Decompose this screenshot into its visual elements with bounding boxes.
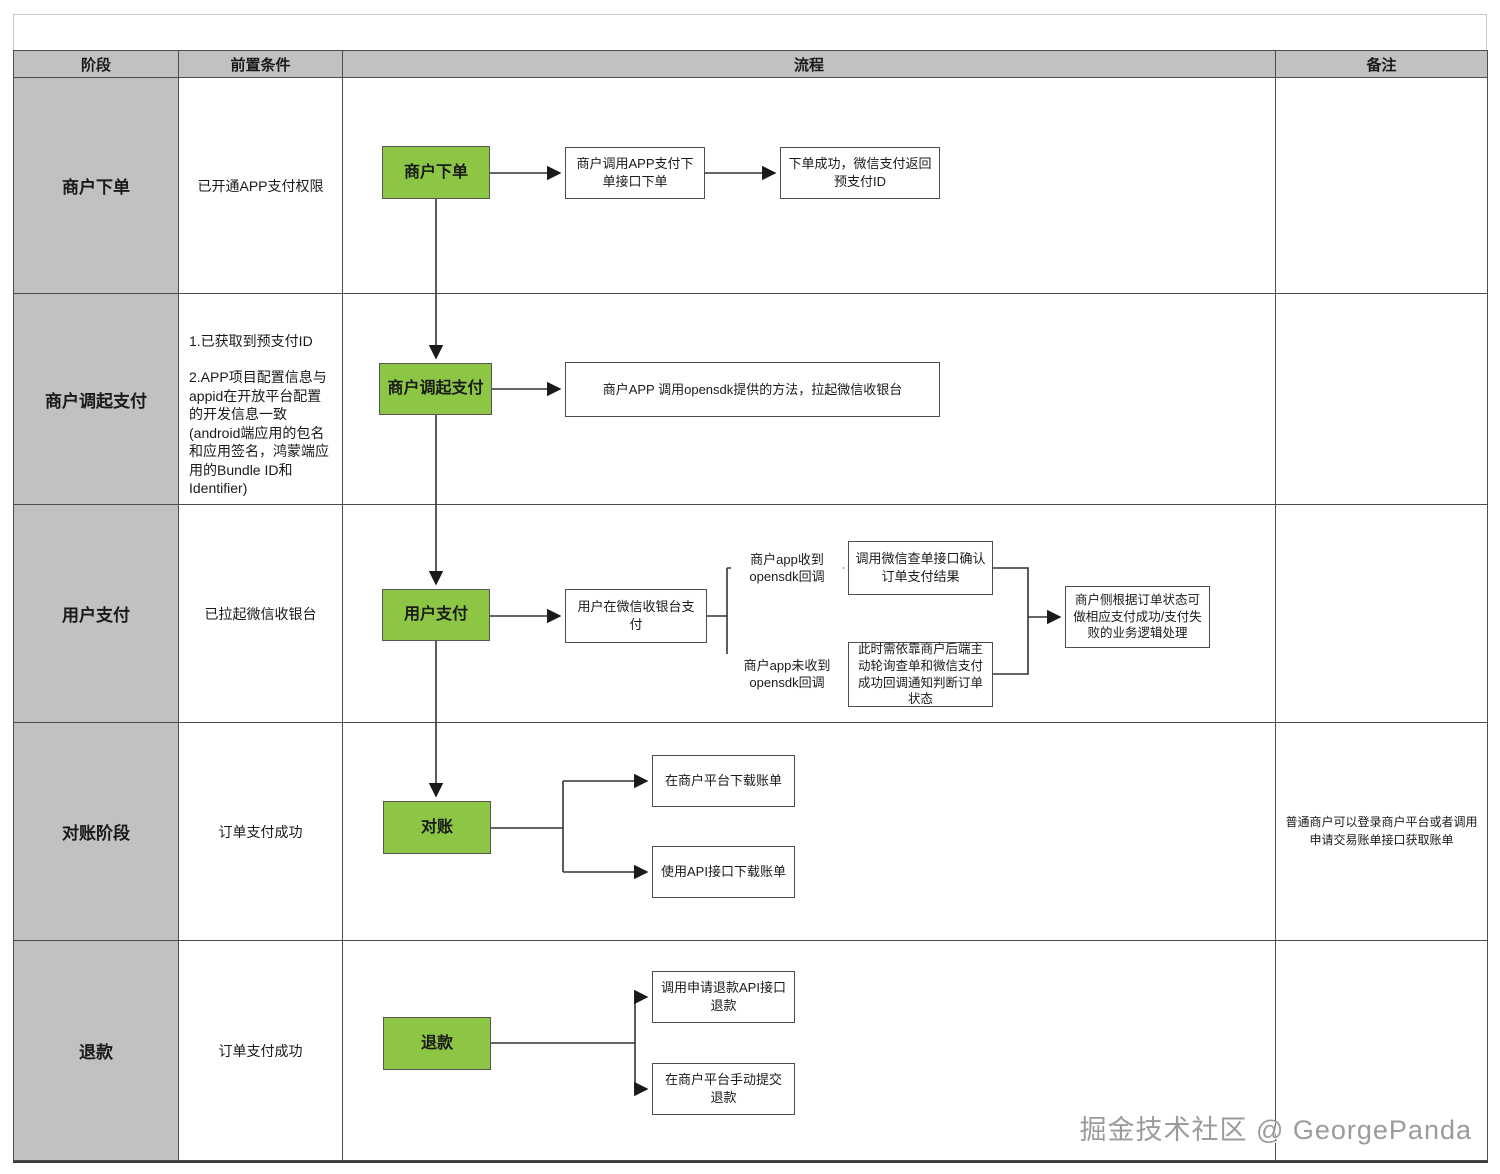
node-refund-manual: 在商户平台手动提交退款: [652, 1063, 795, 1115]
stage-cell-reconcile: 对账阶段: [14, 723, 179, 941]
node-download-bill-platform: 在商户平台下载账单: [652, 755, 795, 807]
node-call-order-api: 商户调用APP支付下单接口下单: [565, 147, 705, 199]
precondition-cell-row3: 已拉起微信收银台: [179, 505, 343, 723]
header-note: 备注: [1276, 51, 1488, 78]
header-process: 流程: [343, 51, 1276, 78]
node-download-bill-api: 使用API接口下载账单: [652, 846, 795, 898]
process-cell-row5: [343, 941, 1276, 1161]
label-callback-received: 商户app收到opensdk回调: [731, 548, 843, 590]
node-handle-result: 商户侧根据订单状态可做相应支付成功/支付失败的业务逻辑处理: [1065, 586, 1210, 648]
stage-cell-merchant-order: 商户下单: [14, 78, 179, 294]
node-user-pay: 用户支付: [382, 589, 490, 641]
stage-cell-refund: 退款: [14, 941, 179, 1161]
precondition-row2-item1: 1.已获取到预支付ID: [189, 333, 313, 349]
top-empty-row: [13, 14, 1487, 50]
node-reconcile: 对账: [383, 801, 491, 854]
precondition-cell-row1: 已开通APP支付权限: [179, 78, 343, 294]
note-cell-row1: [1276, 78, 1488, 294]
header-stage: 阶段: [14, 51, 179, 78]
node-query-order: 调用微信查单接口确认订单支付结果: [848, 541, 993, 595]
note-cell-row4: 普通商户可以登录商户平台或者调用申请交易账单接口获取账单: [1276, 723, 1488, 941]
node-pay-at-cashier: 用户在微信收银台支付: [565, 589, 707, 643]
note-cell-row3: [1276, 505, 1488, 723]
precondition-cell-row5: 订单支付成功: [179, 941, 343, 1161]
process-cell-row4: [343, 723, 1276, 941]
precondition-row2-item2: 2.APP项目配置信息与appid在开放平台配置的开发信息一致(android端…: [189, 369, 329, 497]
note-cell-row5: [1276, 941, 1488, 1161]
precondition-cell-row4: 订单支付成功: [179, 723, 343, 941]
precondition-cell-row2: 1.已获取到预支付ID 2.APP项目配置信息与appid在开放平台配置的开发信…: [179, 294, 343, 505]
node-merchant-order: 商户下单: [382, 146, 490, 199]
header-precondition: 前置条件: [179, 51, 343, 78]
node-refund-api: 调用申请退款API接口退款: [652, 971, 795, 1023]
node-order-success: 下单成功，微信支付返回预支付ID: [780, 147, 940, 199]
label-callback-not-received: 商户app未收到opensdk回调: [726, 654, 848, 696]
note-cell-row2: [1276, 294, 1488, 505]
node-call-opensdk: 商户APP 调用opensdk提供的方法，拉起微信收银台: [565, 362, 940, 417]
stage-cell-user-pay: 用户支付: [14, 505, 179, 723]
node-invoke-pay: 商户调起支付: [379, 363, 492, 415]
swimlane-table: 阶段 前置条件 流程 备注 商户下单 已开通APP支付权限 商户调起支付 1.已…: [13, 50, 1488, 1163]
watermark: 掘金技术社区 @ GeorgePanda: [1079, 1115, 1472, 1145]
node-poll-order: 此时需依靠商户后端主动轮询查单和微信支付成功回调通知判断订单状态: [848, 642, 993, 707]
stage-cell-invoke-pay: 商户调起支付: [14, 294, 179, 505]
node-refund: 退款: [383, 1017, 491, 1070]
